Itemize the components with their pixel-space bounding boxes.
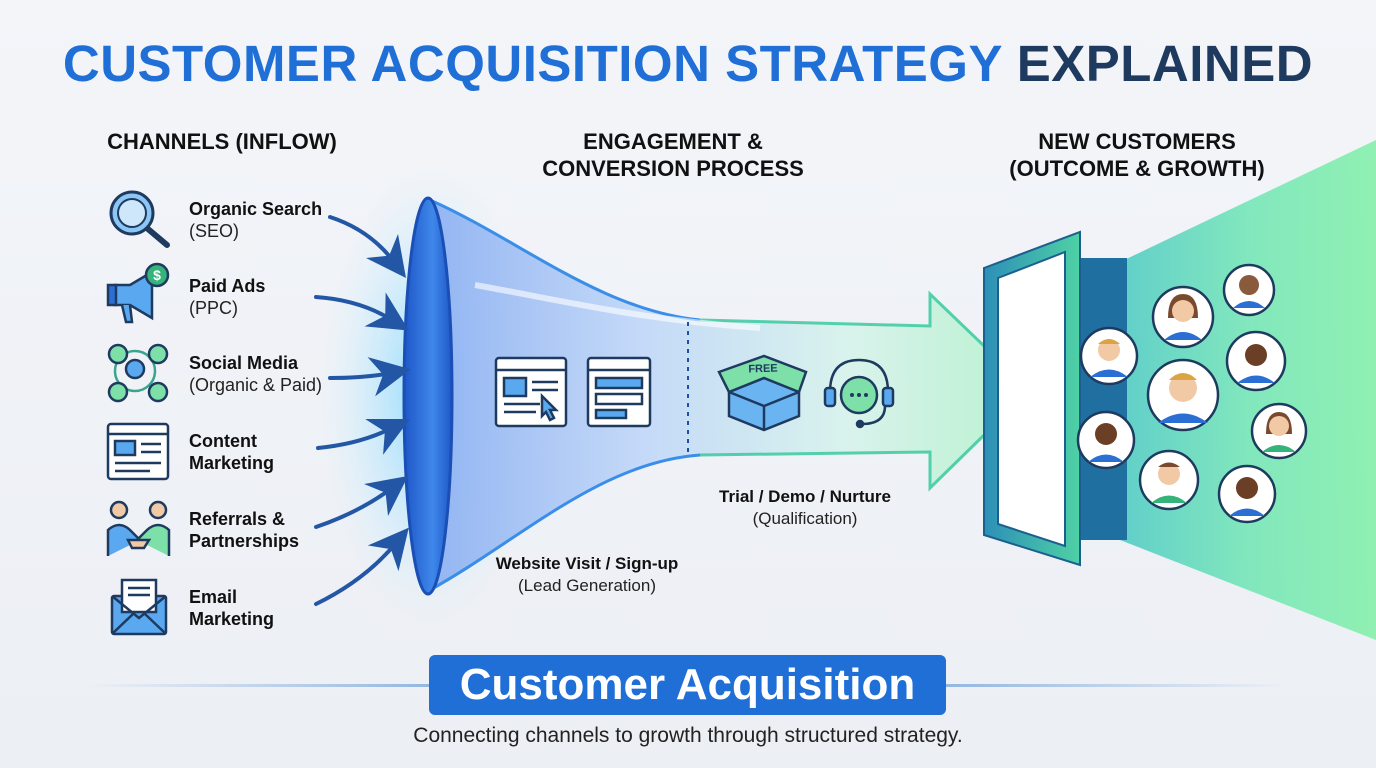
avatar-6 xyxy=(1250,402,1308,460)
free-label: FREE xyxy=(748,362,778,376)
channel-label: Referrals & xyxy=(189,509,286,529)
channel-sublabel: Marketing xyxy=(189,453,275,473)
megaphone-dollar-icon: $ xyxy=(106,262,170,324)
free-box-icon xyxy=(717,354,808,432)
envelope-icon xyxy=(110,578,168,636)
social-network-icon xyxy=(107,343,169,403)
avatar-4 xyxy=(1225,330,1287,392)
channel-sublabel: Marketing xyxy=(189,609,275,629)
avatar-5 xyxy=(1146,358,1220,432)
channel-email: Email Marketing xyxy=(189,586,274,630)
customers-heading-line1: NEW CUSTOMERS xyxy=(1038,129,1236,154)
signup-form-icon xyxy=(586,356,652,428)
avatar-7 xyxy=(1076,410,1136,470)
channel-content-marketing: Content Marketing xyxy=(189,430,274,474)
channel-label: Email xyxy=(189,587,238,607)
channel-sublabel: (Organic & Paid) xyxy=(189,375,323,395)
channel-paid-ads: Paid Ads (PPC) xyxy=(189,275,265,319)
stage-lead-generation: Website Visit / Sign-up (Lead Generation… xyxy=(478,553,696,597)
channel-sublabel: (SEO) xyxy=(189,221,240,241)
door-portal xyxy=(983,230,1127,567)
channel-sublabel: (PPC) xyxy=(189,298,238,318)
channel-referrals: Referrals & Partnerships xyxy=(189,508,299,552)
support-headset-icon xyxy=(823,358,895,429)
stage-sublabel: (Qualification) xyxy=(752,509,858,528)
customer-acquisition-badge: Customer Acquisition xyxy=(429,655,946,715)
avatar-8 xyxy=(1138,449,1200,511)
stage-label: Trial / Demo / Nurture xyxy=(719,487,891,506)
channel-label: Social Media xyxy=(189,353,299,373)
magnifier-icon xyxy=(109,190,170,248)
channel-social-media: Social Media (Organic & Paid) xyxy=(189,352,322,396)
browser-click-icon xyxy=(494,356,568,428)
channel-label: Paid Ads xyxy=(189,276,266,296)
engagement-heading-line2: CONVERSION PROCESS xyxy=(542,156,804,181)
channel-label: Organic Search xyxy=(189,199,323,219)
avatar-1 xyxy=(1222,263,1276,317)
webpage-icon xyxy=(106,422,170,481)
customers-heading: NEW CUSTOMERS (OUTCOME & GROWTH) xyxy=(990,128,1284,182)
stage-sublabel: (Lead Generation) xyxy=(518,576,656,595)
channel-sublabel: Partnerships xyxy=(189,531,300,551)
svg-text:$: $ xyxy=(153,267,161,283)
channel-label: Content xyxy=(189,431,257,451)
page-title: CUSTOMER ACQUISITION STRATEGY EXPLAINED xyxy=(0,34,1376,94)
title-main: CUSTOMER ACQUISITION STRATEGY xyxy=(62,35,1003,92)
avatar-2 xyxy=(1151,285,1215,349)
inflow-arrows xyxy=(314,215,411,606)
engagement-heading: ENGAGEMENT & CONVERSION PROCESS xyxy=(520,128,826,182)
customers-heading-line2: (OUTCOME & GROWTH) xyxy=(1009,156,1265,181)
stage-label: Website Visit / Sign-up xyxy=(495,554,679,573)
channel-organic-search: Organic Search (SEO) xyxy=(189,198,322,242)
handshake-icon xyxy=(106,500,171,556)
stage-qualification: Trial / Demo / Nurture (Qualification) xyxy=(700,486,910,530)
tagline: Connecting channels to growth through st… xyxy=(413,724,963,747)
engagement-heading-line1: ENGAGEMENT & xyxy=(583,129,763,154)
avatar-9 xyxy=(1217,464,1277,524)
title-accent: EXPLAINED xyxy=(1016,35,1314,92)
customer-avatars xyxy=(1076,263,1308,524)
funnel-mouth xyxy=(402,196,454,596)
channels-heading: CHANNELS (INFLOW) xyxy=(107,129,337,154)
avatar-3 xyxy=(1079,326,1139,386)
